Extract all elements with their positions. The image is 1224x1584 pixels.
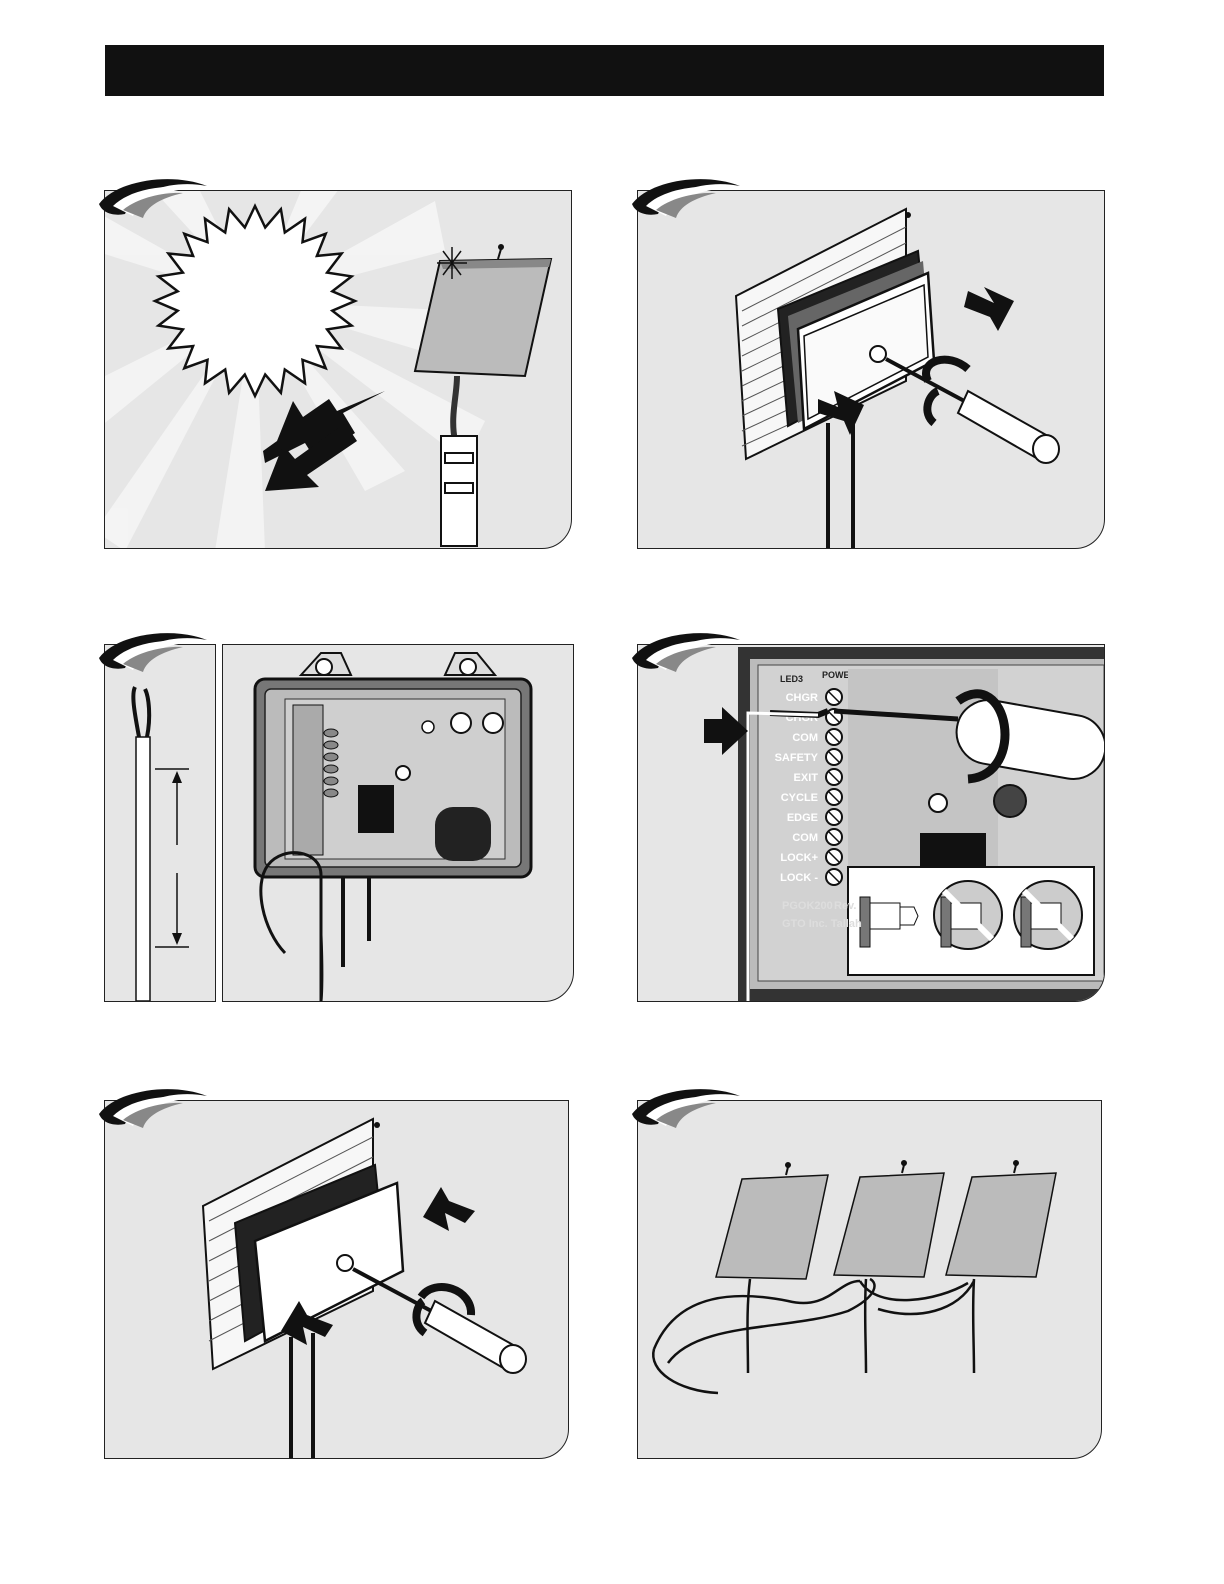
step-5-badge bbox=[97, 1084, 209, 1130]
stripped-wire-illustration bbox=[105, 645, 215, 1001]
maker-label: GTO Inc. Tallah bbox=[782, 918, 862, 930]
step-2-panel bbox=[637, 190, 1105, 549]
terminal-label: COM bbox=[792, 732, 818, 744]
wrong-screw-icon bbox=[934, 881, 1002, 949]
sun-starburst-icon bbox=[155, 206, 355, 396]
cables bbox=[291, 1333, 313, 1458]
arrow-out-icon bbox=[964, 287, 1014, 331]
solar-panel-icon bbox=[834, 1160, 944, 1277]
wrong-screw-icon bbox=[1014, 881, 1082, 949]
step-1-badge bbox=[97, 174, 209, 220]
model-label: PGOK200 bbox=[782, 900, 833, 912]
terminal-label: SAFETY bbox=[775, 752, 819, 764]
terminal-label: CYCLE bbox=[781, 792, 818, 804]
cables bbox=[653, 1279, 974, 1393]
solar-panel-icon bbox=[946, 1160, 1056, 1277]
step-5-panel bbox=[104, 1100, 569, 1459]
step-1-panel bbox=[104, 190, 572, 549]
solar-panel-icon bbox=[415, 244, 551, 546]
step-6-panel bbox=[637, 1100, 1102, 1459]
rev-label: Rev. bbox=[834, 900, 856, 912]
sun-and-solar-panel-illustration bbox=[105, 191, 571, 548]
step-3-wire-panel bbox=[104, 644, 216, 1002]
terminal-label: LOCK - bbox=[780, 872, 818, 884]
step-2-badge bbox=[630, 174, 742, 220]
header-bar bbox=[105, 45, 1104, 96]
three-solar-panels-illustration bbox=[638, 1101, 1101, 1458]
screwdriver-icon bbox=[353, 1269, 526, 1373]
open-box-illustration bbox=[638, 191, 1104, 548]
cables bbox=[828, 419, 853, 548]
solar-panel-icon bbox=[716, 1162, 828, 1279]
terminal-label: COM bbox=[792, 832, 818, 844]
step-4-badge bbox=[630, 628, 742, 674]
step-6-badge bbox=[630, 1084, 742, 1130]
cables bbox=[343, 877, 369, 967]
screwdriver-icon bbox=[886, 359, 1059, 463]
inset-screw-comparison bbox=[848, 867, 1094, 975]
step-3-board-panel bbox=[222, 644, 574, 1002]
terminal-closeup-illustration: LED3 POWER CHGRCHGRCOMSAFETYEXITCYCLEEDG… bbox=[638, 645, 1104, 1001]
terminal-label: LOCK+ bbox=[780, 852, 818, 864]
led-label: LED3 bbox=[780, 674, 803, 684]
terminal-label: EXIT bbox=[794, 772, 819, 784]
arrow-in-icon bbox=[423, 1187, 475, 1231]
open-enclosure-illustration bbox=[223, 645, 573, 1001]
step-3-badge bbox=[97, 628, 209, 674]
terminal-label: CHGR bbox=[786, 692, 818, 704]
dimension-arrow bbox=[155, 769, 189, 947]
terminal-label: EDGE bbox=[787, 812, 818, 824]
close-box-illustration bbox=[105, 1101, 568, 1458]
